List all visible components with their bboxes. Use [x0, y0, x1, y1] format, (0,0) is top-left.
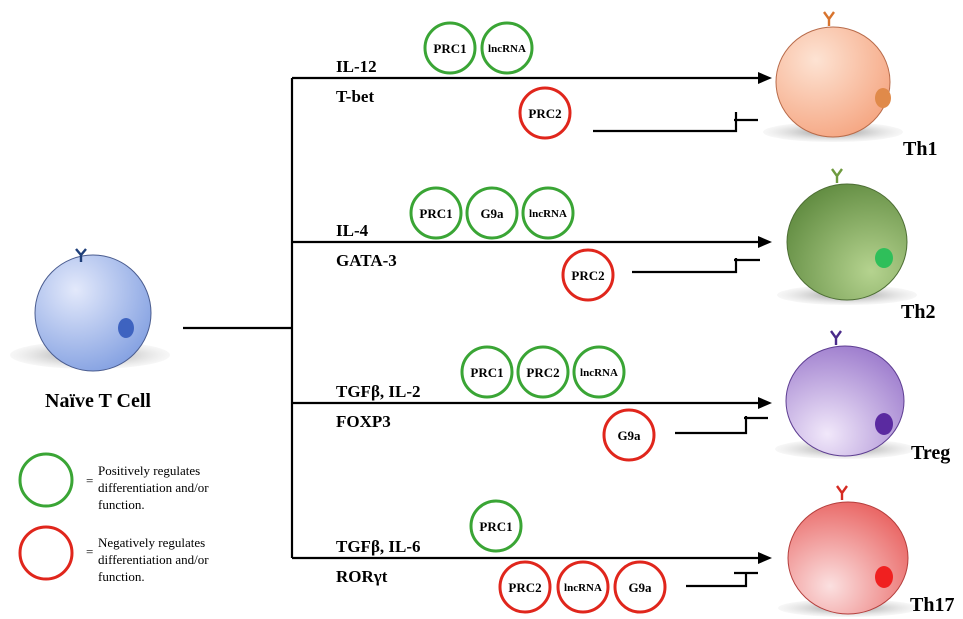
legend-positive-line: differentiation and/or	[98, 480, 209, 495]
th17-cell-body	[787, 501, 909, 615]
th2-negative-regulator: PRC2	[561, 248, 615, 302]
legend: = Positively regulates differentiation a…	[18, 452, 209, 584]
th1-positive-regulator: lncRNA	[480, 21, 534, 75]
th2-positive-regulator: G9a	[465, 186, 519, 240]
naive-cell-body	[34, 254, 152, 372]
naive-cell-nucleus	[118, 318, 134, 338]
legend-positive-line: function.	[98, 497, 145, 512]
th17-inhibition-line	[686, 572, 748, 588]
th1-transcription-factor-label: T-bet	[336, 87, 374, 106]
th1-cytokine-label: IL-12	[336, 57, 377, 76]
th1-positive-regulator: PRC1	[423, 21, 477, 75]
svg-text:lncRNA: lncRNA	[529, 208, 567, 220]
th1-negative-regulator: PRC2	[518, 86, 572, 140]
th1-cell-label: Th1	[903, 138, 937, 160]
naive-cell-receptor-icon	[75, 248, 87, 262]
pathway-th2: IL-4 GATA-3 PRC1 G9a lncRNA PRC2 Th2	[292, 168, 935, 323]
legend-positive: = Positively regulates differentiation a…	[18, 452, 209, 512]
treg-cell-nucleus	[875, 413, 893, 435]
svg-text:PRC2: PRC2	[508, 580, 541, 595]
svg-text:PRC1: PRC1	[479, 519, 512, 534]
legend-positive-equals: =	[86, 473, 93, 488]
th17-cell-label: Th17	[910, 594, 954, 616]
th17-positive-regulator: PRC1	[469, 499, 523, 553]
legend-negative-line: Negatively regulates	[98, 535, 205, 550]
th1-arrowhead	[758, 72, 772, 84]
treg-positive-regulator: PRC2	[516, 345, 570, 399]
th1-inhibition-line	[593, 112, 738, 133]
trunk-lines	[183, 78, 294, 558]
th2-cell-nucleus	[875, 248, 893, 268]
th2-arrowhead	[758, 236, 772, 248]
th2-cell-body	[786, 183, 908, 301]
svg-text:G9a: G9a	[628, 580, 652, 595]
th2-positive-regulator: lncRNA	[521, 186, 575, 240]
th1-cell-nucleus	[875, 88, 891, 108]
pathway-th17: TGFβ, IL-6 RORγt PRC1 PRC2 lncRNA G9a Th…	[292, 485, 954, 617]
legend-negative: = Negatively regulates differentiation a…	[18, 525, 209, 584]
treg-cytokine-label: TGFβ, IL-2	[336, 382, 421, 401]
svg-text:PRC2: PRC2	[571, 268, 604, 283]
th17-arrowhead	[758, 552, 772, 564]
th17-transcription-factor-label: RORγt	[336, 567, 388, 586]
th17-negative-regulator: lncRNA	[556, 560, 610, 614]
treg-inhibition-line	[675, 416, 748, 435]
svg-text:PRC1: PRC1	[470, 365, 503, 380]
pathway-th1: IL-12 T-bet PRC1 lncRNA PRC2 Th1	[292, 11, 937, 160]
legend-negative-circle-icon	[18, 525, 74, 581]
treg-transcription-factor-label: FOXP3	[336, 412, 391, 431]
legend-negative-line: differentiation and/or	[98, 552, 209, 567]
th2-transcription-factor-label: GATA-3	[336, 251, 397, 270]
svg-text:lncRNA: lncRNA	[580, 367, 618, 379]
svg-text:PRC1: PRC1	[433, 41, 466, 56]
th17-negative-regulator: G9a	[613, 560, 667, 614]
treg-negative-regulator: G9a	[602, 408, 656, 462]
svg-text:PRC2: PRC2	[528, 106, 561, 121]
th17-negative-regulator: PRC2	[498, 560, 552, 614]
svg-text:G9a: G9a	[480, 206, 504, 221]
svg-text:lncRNA: lncRNA	[488, 43, 526, 55]
th2-cytokine-label: IL-4	[336, 221, 369, 240]
pathway-treg: TGFβ, IL-2 FOXP3 PRC1 PRC2 lncRNA G9a Tr…	[292, 330, 950, 464]
th2-positive-regulator: PRC1	[409, 186, 463, 240]
legend-negative-equals: =	[86, 544, 93, 559]
th1-receptor-icon	[823, 11, 835, 26]
svg-text:PRC2: PRC2	[526, 365, 559, 380]
svg-text:PRC1: PRC1	[419, 206, 452, 221]
th2-inhibition-line	[632, 258, 738, 274]
legend-negative-line: function.	[98, 569, 145, 584]
th2-receptor-icon	[831, 168, 843, 183]
th17-cell-nucleus	[875, 566, 893, 588]
th1-cell-body	[775, 26, 891, 138]
naive-cell-label: Naïve T Cell	[45, 390, 151, 412]
treg-cell-body	[785, 345, 905, 457]
th2-cell-label: Th2	[901, 301, 935, 323]
treg-positive-regulator: PRC1	[460, 345, 514, 399]
th17-receptor-icon	[836, 485, 848, 500]
legend-positive-line: Positively regulates	[98, 463, 200, 478]
svg-text:G9a: G9a	[617, 428, 641, 443]
treg-cell-label: Treg	[911, 442, 950, 464]
legend-positive-circle-icon	[18, 452, 74, 508]
treg-arrowhead	[758, 397, 772, 409]
svg-text:lncRNA: lncRNA	[564, 582, 602, 594]
treg-receptor-icon	[830, 330, 842, 345]
treg-positive-regulator: lncRNA	[572, 345, 626, 399]
th17-cytokine-label: TGFβ, IL-6	[336, 537, 421, 556]
naive-t-cell: Naïve T Cell	[10, 248, 170, 412]
